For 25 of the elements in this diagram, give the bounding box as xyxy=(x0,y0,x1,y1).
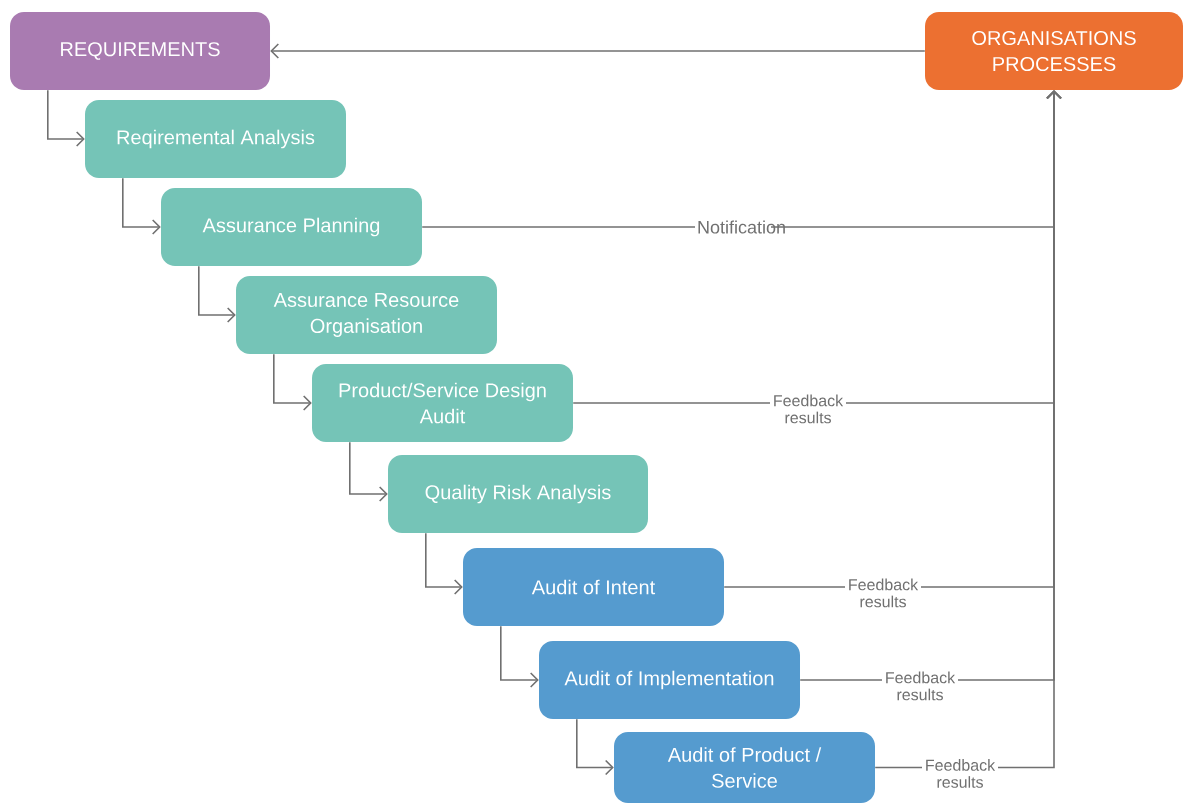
arrow xyxy=(122,177,161,235)
process-box: Assurance Resource Organisation xyxy=(236,276,497,354)
process-box: Audit of Intent xyxy=(463,548,724,626)
process-box: ORGANISATIONS PROCESSES xyxy=(925,12,1183,90)
process-box: Quality Risk Analysis xyxy=(388,455,648,533)
edge-label: Notification xyxy=(695,218,785,236)
process-box: Assurance Planning xyxy=(161,188,422,266)
arrow xyxy=(273,353,312,411)
arrow xyxy=(349,441,388,502)
arrow xyxy=(270,43,926,59)
edge-label: Feedback results xyxy=(845,576,921,610)
arrow xyxy=(198,265,236,323)
edge-label: Feedback results xyxy=(882,669,958,703)
process-box: REQUIREMENTS xyxy=(10,12,270,90)
arrow xyxy=(576,718,614,776)
arrow xyxy=(874,90,1062,769)
arrow xyxy=(425,532,463,595)
arrow xyxy=(500,625,539,688)
edge-label: Feedback results xyxy=(770,392,846,426)
process-box: Product/Service Design Audit xyxy=(312,364,573,442)
process-box: Audit of Product / Service xyxy=(614,732,875,803)
process-box: Audit of Implementation xyxy=(539,641,800,719)
edge-label: Feedback results xyxy=(922,757,998,790)
arrow xyxy=(47,89,85,147)
process-box: Reqiremental Analysis xyxy=(85,100,346,178)
